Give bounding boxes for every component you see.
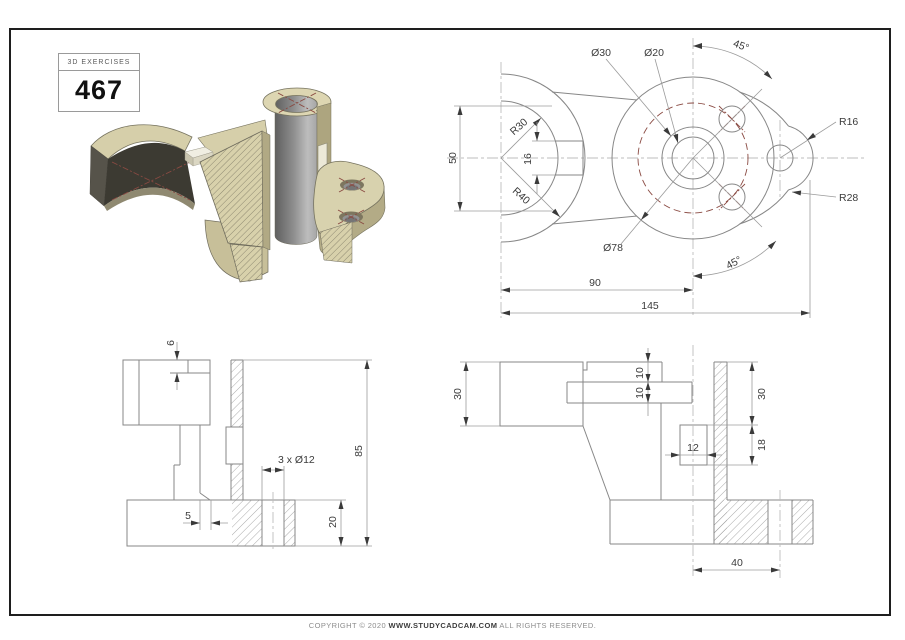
iso-left-curved-segment xyxy=(89,124,195,211)
iso-section-cut-face xyxy=(199,130,271,283)
copyright-footer: COPYRIGHT © 2020 WWW.STUDYCADCAM.COM ALL… xyxy=(0,621,905,630)
front-section-view-drawing: 6 3 x Ø12 5 20 85 xyxy=(122,340,372,552)
side-section-view-drawing: 30 10 10 12 30 18 40 xyxy=(452,345,814,578)
iso-flange xyxy=(313,160,386,264)
sheet-border xyxy=(9,28,891,616)
dim-label-45-bottom: 45° xyxy=(724,254,744,272)
dim-label-145: 145 xyxy=(641,300,659,312)
dim-label-30-right: 30 xyxy=(756,388,768,400)
dim-label-dia20: Ø20 xyxy=(644,47,664,59)
top-view-outline xyxy=(500,73,814,243)
dim-label-10-upper: 10 xyxy=(634,367,646,379)
iso-arm xyxy=(184,119,268,167)
dim-label-r30: R30 xyxy=(508,116,530,138)
dim-label-18: 18 xyxy=(756,439,768,451)
dim-label-10-lower: 10 xyxy=(634,387,646,399)
front-view-hatching xyxy=(231,360,295,546)
dim-label-45-top: 45° xyxy=(731,38,750,55)
dim-label-90: 90 xyxy=(589,277,601,289)
dim-label-dia78: Ø78 xyxy=(603,242,623,254)
dim-label-50: 50 xyxy=(447,152,459,164)
series-label: 3D EXERCISES xyxy=(59,54,139,71)
side-view-hatching xyxy=(714,362,813,544)
top-view-centerlines xyxy=(447,38,865,318)
top-view-dimensions: 50 R30 R40 16 Ø30 Ø20 Ø78 xyxy=(447,38,858,318)
site-name: WWW.STUDYCADCAM.COM xyxy=(388,621,498,630)
dim-label-r16: R16 xyxy=(839,116,858,128)
dim-label-dia30: Ø30 xyxy=(591,47,611,59)
top-view-drawing: 50 R30 R40 16 Ø30 Ø20 Ø78 xyxy=(447,38,865,318)
exercise-number: 467 xyxy=(74,75,124,105)
dim-label-40: 40 xyxy=(731,557,743,569)
dim-label-12: 12 xyxy=(687,442,699,454)
dim-label-20: 20 xyxy=(327,516,339,528)
rights-text: ALL RIGHTS RESERVED. xyxy=(499,621,597,630)
bolt-circle xyxy=(637,102,749,214)
dim-label-85: 85 xyxy=(353,445,365,457)
exercise-label-box: 3D EXERCISES 467 xyxy=(58,53,140,112)
side-view-dimensions: 30 10 10 12 30 18 40 xyxy=(452,348,780,573)
side-view-outline xyxy=(499,345,814,578)
iso-view-drawing xyxy=(89,87,386,283)
front-view-dimensions: 6 3 x Ø12 5 20 85 xyxy=(165,340,372,547)
dim-label-30-left: 30 xyxy=(452,388,464,400)
dim-label-r28: R28 xyxy=(839,192,858,204)
dim-label-3xd12: 3 x Ø12 xyxy=(278,454,315,466)
dim-label-16: 16 xyxy=(522,153,534,165)
dim-label-5: 5 xyxy=(185,510,191,522)
front-view-outline xyxy=(122,359,296,552)
copyright-text: COPYRIGHT © 2020 xyxy=(308,621,387,630)
dim-label-r40: R40 xyxy=(510,185,532,207)
dim-label-6: 6 xyxy=(165,340,177,346)
